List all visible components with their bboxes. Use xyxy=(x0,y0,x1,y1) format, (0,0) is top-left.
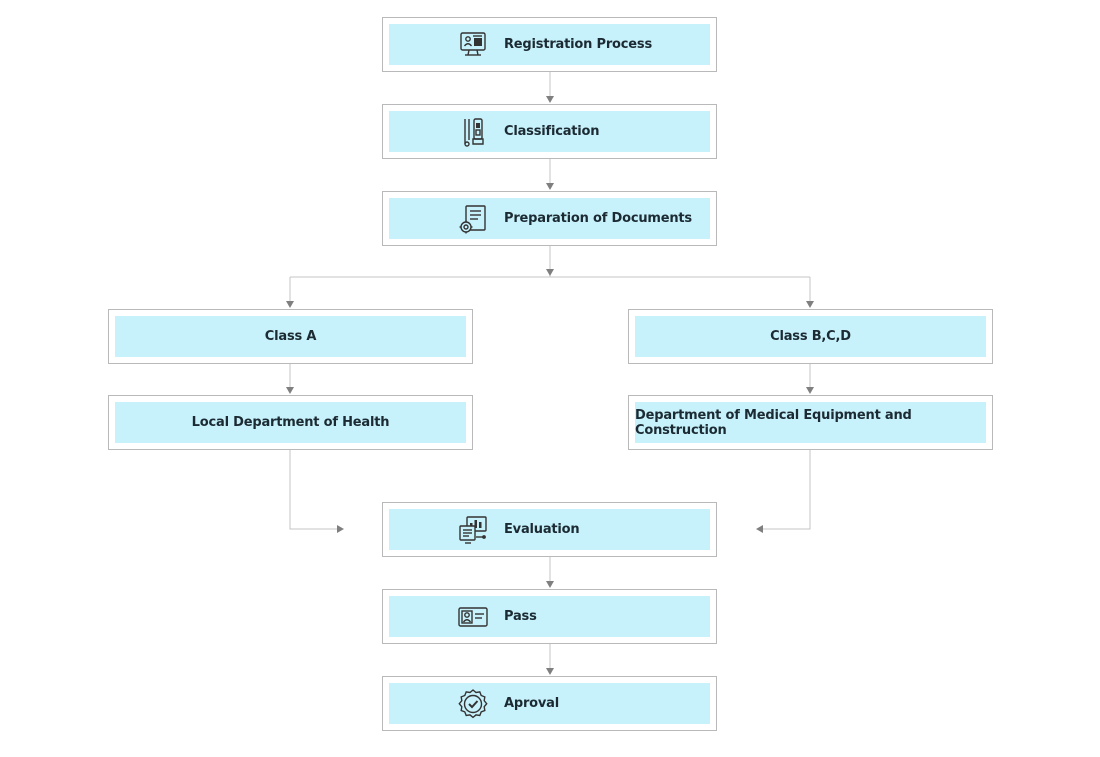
node-approval: Aproval xyxy=(382,676,717,731)
arrowhead-down xyxy=(286,301,294,308)
node-label: Pass xyxy=(504,609,537,624)
node-label: Class B,C,D xyxy=(770,329,851,344)
node-classification: Classification xyxy=(382,104,717,159)
arrowhead-down xyxy=(546,668,554,675)
node-label: Registration Process xyxy=(504,37,652,52)
node-class-a: Class A xyxy=(108,309,473,364)
node-class-bcd: Class B,C,D xyxy=(628,309,993,364)
arrowhead-right xyxy=(337,525,344,533)
node-label: Department of Medical Equipment and Cons… xyxy=(635,407,912,438)
connector-medical-equipment-evaluation xyxy=(762,449,811,530)
node-pass: Pass xyxy=(382,589,717,644)
node-label: Class A xyxy=(264,329,317,344)
node-label: Classification xyxy=(504,124,600,139)
test-tubes-icon xyxy=(457,116,489,148)
document-gear-icon xyxy=(457,203,489,235)
node-registration-process: Registration Process xyxy=(382,17,717,72)
arrowhead-left xyxy=(756,525,763,533)
node-department-of-medical-equipment: Department of Medical Equipment and Cons… xyxy=(628,395,993,450)
arrowhead-down xyxy=(806,387,814,394)
arrowhead-down xyxy=(286,387,294,394)
node-label: Aproval xyxy=(504,696,560,711)
arrowhead-down xyxy=(546,269,554,276)
monitor-chart-icon xyxy=(457,514,489,546)
arrowhead-down xyxy=(546,581,554,588)
node-evaluation: Evaluation xyxy=(382,502,717,557)
arrowhead-down xyxy=(546,183,554,190)
node-label: Evaluation xyxy=(504,522,580,537)
arrowhead-down xyxy=(806,301,814,308)
node-preparation-of-documents: Preparation of Documents xyxy=(382,191,717,246)
node-local-department-of-health: Local Department of Health xyxy=(108,395,473,450)
arrowhead-down xyxy=(546,96,554,103)
id-card-icon xyxy=(457,601,489,633)
node-label: Preparation of Documents xyxy=(504,211,692,226)
node-label: Local Department of Health xyxy=(191,415,390,430)
connector-local-health-evaluation xyxy=(289,449,338,530)
approval-badge-icon xyxy=(457,688,489,720)
computer-user-icon xyxy=(457,29,489,61)
